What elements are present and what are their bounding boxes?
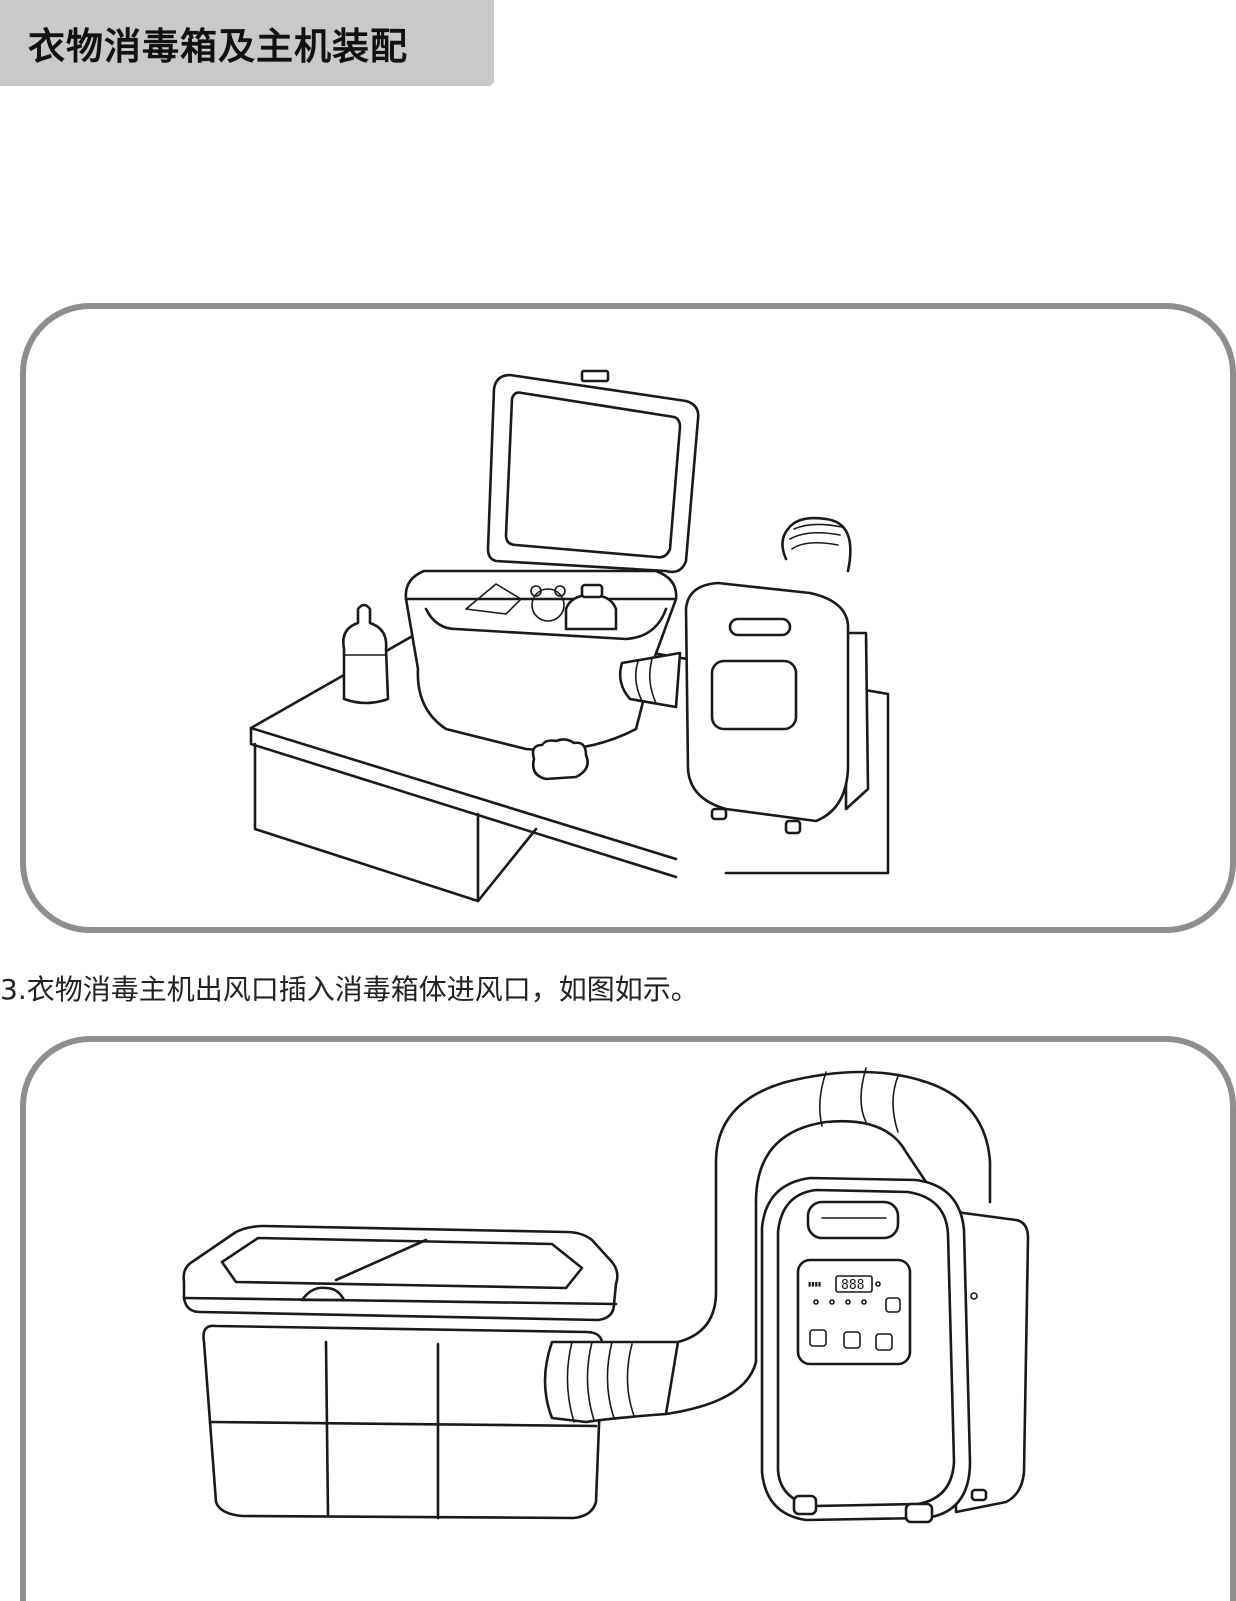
display-digits: 888 — [841, 1278, 864, 1293]
illustration-panel-connected: ▮▮▮▮ 888 — [20, 1036, 1236, 1601]
air-hose-connector — [618, 651, 682, 709]
host-unit-drawing — [684, 516, 870, 835]
host-unit-front: ▮▮▮▮ 888 — [760, 1176, 1030, 1524]
illustration-panel-open-box — [20, 303, 1236, 933]
connected-illustration: ▮▮▮▮ 888 — [182, 1067, 1030, 1524]
baby-bottle-drawing — [342, 603, 390, 705]
section-title-tab: 衣物消毒箱及主机装配 — [0, 0, 494, 86]
step-caption: 3.衣物消毒主机出风口插入消毒箱体进风口，如图如示。 — [0, 973, 699, 1006]
svg-text:▮▮▮▮: ▮▮▮▮ — [808, 1281, 821, 1288]
air-hose-drawing — [543, 1067, 992, 1424]
open-box-illustration — [249, 369, 890, 903]
sterilizer-box-open — [404, 369, 700, 781]
section-title: 衣物消毒箱及主机装配 — [28, 25, 408, 68]
